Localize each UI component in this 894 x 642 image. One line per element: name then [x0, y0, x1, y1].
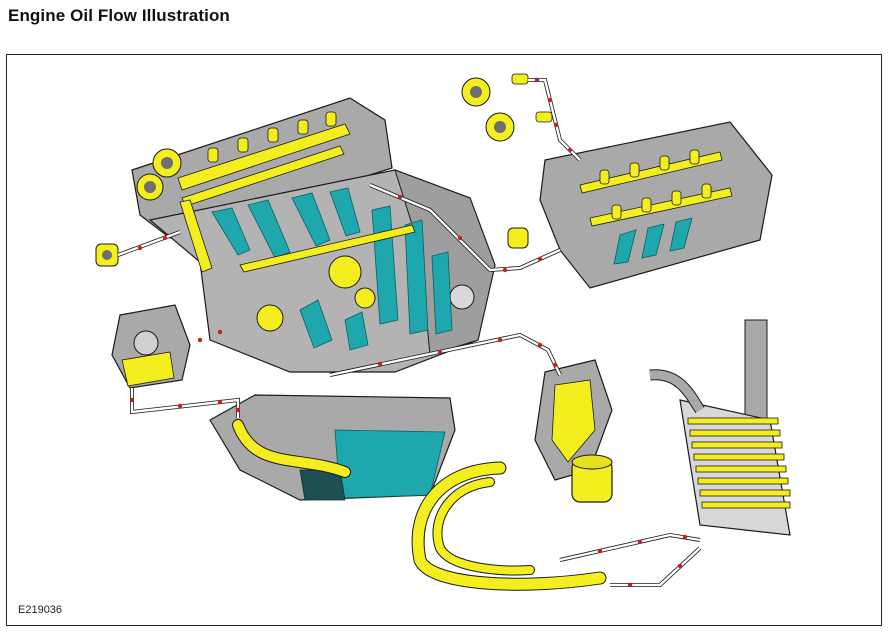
- oil-cooler-lines: [411, 461, 607, 591]
- page-title: Engine Oil Flow Illustration: [8, 6, 230, 25]
- oil-filter: [571, 454, 613, 503]
- turbo-oil-feed: [95, 243, 119, 267]
- figure-id-label: E219036: [18, 604, 63, 616]
- cylinder-head-left: [136, 111, 416, 273]
- cylinder-head-right: [539, 121, 773, 289]
- oil-cooler: [649, 319, 791, 536]
- oil-pan: [209, 394, 456, 501]
- camshaft-phasers: [136, 148, 182, 201]
- vct-solenoids: [461, 73, 553, 249]
- flow-direction-arrows: [129, 77, 688, 588]
- oil-pump: [111, 304, 191, 389]
- oil-filter-adapter: [534, 359, 613, 481]
